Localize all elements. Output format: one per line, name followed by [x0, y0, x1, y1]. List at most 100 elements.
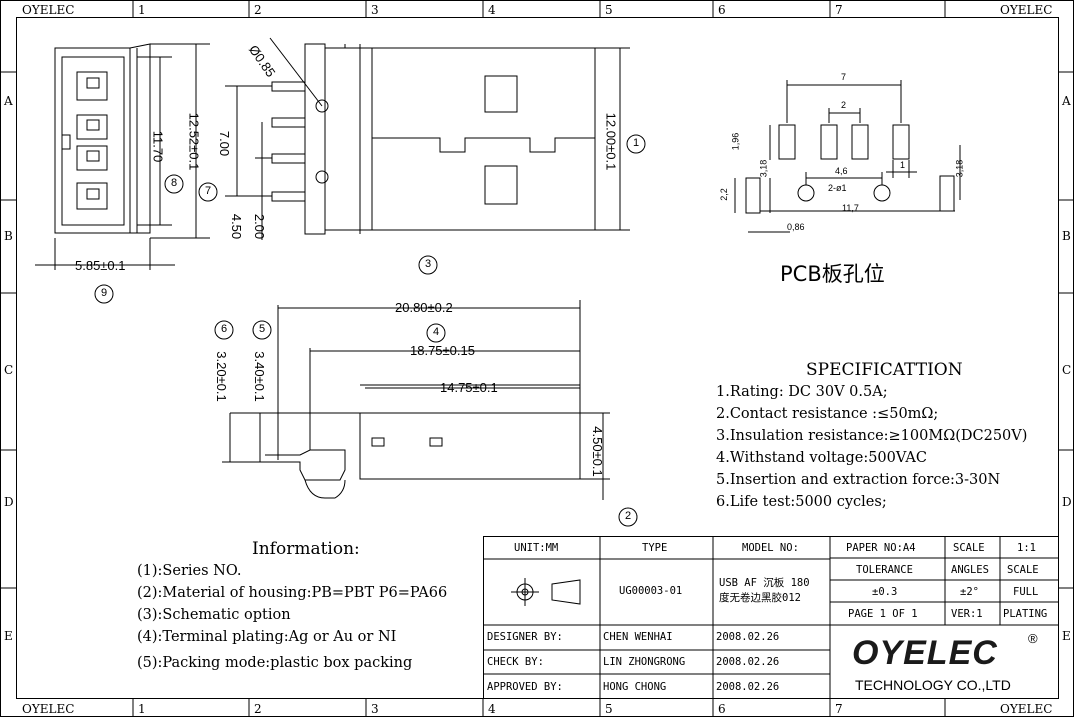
dimension-label: 4.50: [229, 213, 245, 240]
model-value: 度无卷边黑胶012: [719, 592, 801, 604]
checker-name: LIN ZHONGRONG: [603, 656, 686, 668]
paper-label: PAPER NO:A4: [846, 542, 916, 554]
company-logo: OYELEC: [852, 634, 998, 672]
row-label: C: [1062, 363, 1072, 377]
row-label: E: [1062, 629, 1071, 643]
column-label: 7: [835, 702, 843, 716]
plating-label: PLATING: [1003, 608, 1048, 620]
callout-number: 4: [433, 326, 440, 338]
pcb-dimension: 4,6: [835, 166, 848, 176]
model-value: USB AF 沉板 180: [719, 577, 810, 589]
pcb-dimension: 2: [841, 100, 847, 110]
check-date: 2008.02.26: [716, 656, 780, 668]
dimension-label: 11.70: [150, 130, 166, 163]
column-label: 5: [605, 702, 613, 716]
callout-number: 6: [221, 323, 228, 335]
dimension-label: 5.85±0.1: [75, 258, 126, 273]
frame-label-bottom-right: OYELEC: [1000, 702, 1053, 716]
column-label: 6: [718, 702, 726, 716]
dimension-label: 7.00: [217, 130, 233, 157]
column-label: 3: [371, 702, 379, 716]
designer-date: 2008.02.26: [716, 631, 780, 643]
scale-label: SCALE: [953, 542, 985, 554]
callout-number: 9: [101, 287, 108, 299]
designer-label: DESIGNER BY:: [487, 631, 563, 643]
dimension-label: 18.75±0.15: [410, 343, 475, 358]
row-label: C: [4, 363, 14, 377]
column-label: 2: [254, 702, 262, 716]
row-label: A: [4, 94, 13, 108]
info-item: (5):Packing mode:plastic box packing: [137, 655, 413, 671]
callout-number: 7: [205, 185, 212, 197]
row-label: E: [4, 629, 13, 643]
info-item: (2):Material of housing:PB=PBT P6=PA66: [137, 585, 448, 601]
version-label: VER:1: [951, 608, 983, 620]
callout-number: 8: [171, 177, 178, 189]
callout-number: 3: [425, 258, 432, 270]
pcb-dimension: 1,96: [730, 132, 741, 151]
company-name: TECHNOLOGY CO.,LTD: [855, 677, 1011, 693]
tolerance-value: ±0.3: [872, 586, 898, 598]
column-label: 4: [488, 702, 496, 716]
pcb-title: PCB板孔位: [780, 262, 885, 286]
designer-name: CHEN WENHAI: [603, 631, 673, 643]
check-label: CHECK BY:: [487, 656, 544, 668]
callout-number: 2: [625, 510, 632, 522]
tolerance-label: TOLERANCE: [856, 564, 913, 576]
pcb-dimension: 2-ø1: [828, 183, 847, 193]
dimension-label: 2.00: [252, 213, 268, 240]
pcb-dimension: 0,86: [787, 222, 805, 232]
side-view: [214, 300, 638, 527]
title-block-grid: [483, 536, 1059, 699]
specification-title: SPECIFICATTION: [806, 360, 963, 380]
spec-item: 4.Withstand voltage:500VAC: [716, 450, 927, 466]
dimension-label: 3.40±0.1: [251, 351, 267, 402]
pcb-dimension: 3,18: [954, 159, 965, 178]
row-label: B: [4, 229, 13, 243]
frame-label-bottom-left: OYELEC: [22, 702, 75, 716]
type-value: UG00003-01: [619, 585, 683, 597]
approver-name: HONG CHONG: [603, 681, 667, 693]
unit-label: UNIT:MM: [514, 542, 559, 554]
info-item: (1):Series NO.: [137, 563, 242, 579]
pcb-dimension: 2,2: [718, 188, 729, 201]
pcb-dimension: 11,7: [842, 203, 859, 213]
column-label: 2: [254, 3, 262, 17]
row-label: D: [1062, 495, 1072, 509]
scale-label-2: SCALE: [1007, 564, 1039, 576]
scale-value: 1:1: [1017, 542, 1036, 554]
spec-item: 5.Insertion and extraction force:3-30N: [716, 472, 1001, 488]
angles-value: ±2°: [960, 586, 979, 598]
dimension-label: 12.52±0.1: [186, 112, 202, 171]
page-label: PAGE 1 OF 1: [848, 608, 918, 620]
frame-label-top-left: OYELEC: [22, 3, 75, 17]
info-item: (4):Terminal plating:Ag or Au or NI: [137, 629, 397, 645]
column-label: 7: [835, 3, 843, 17]
frame-label-top-right: OYELEC: [1000, 3, 1053, 17]
column-label: 3: [371, 3, 379, 17]
type-label: TYPE: [642, 542, 668, 554]
dimension-label: 4.50±0.1: [589, 426, 605, 477]
full-label: FULL: [1013, 586, 1039, 598]
callout-number: 1: [633, 137, 640, 149]
model-label: MODEL NO:: [742, 542, 799, 554]
column-label: 5: [605, 3, 613, 17]
pcb-dimension: 7: [841, 72, 847, 82]
spec-item: 3.Insulation resistance:≥100MΩ(DC250V): [716, 428, 1028, 444]
spec-item: 2.Contact resistance :≤50mΩ;: [716, 406, 939, 422]
row-label: D: [4, 495, 14, 509]
row-label: A: [1062, 94, 1071, 108]
spec-item: 6.Life test:5000 cycles;: [716, 494, 887, 510]
info-item: (3):Schematic option: [137, 607, 291, 623]
pcb-layout: [734, 80, 961, 233]
approved-date: 2008.02.26: [716, 681, 780, 693]
angles-label: ANGLES: [951, 564, 989, 576]
dimension-label: 12.00±0.1: [603, 112, 619, 171]
spec-item: 1.Rating: DC 30V 0.5A;: [716, 384, 888, 400]
pcb-dimension: 1: [900, 160, 906, 170]
dimension-label: 20.80±0.2: [395, 300, 453, 315]
registered-mark: ®: [1028, 631, 1038, 646]
callout-number: 5: [259, 323, 266, 335]
row-label: B: [1062, 229, 1071, 243]
